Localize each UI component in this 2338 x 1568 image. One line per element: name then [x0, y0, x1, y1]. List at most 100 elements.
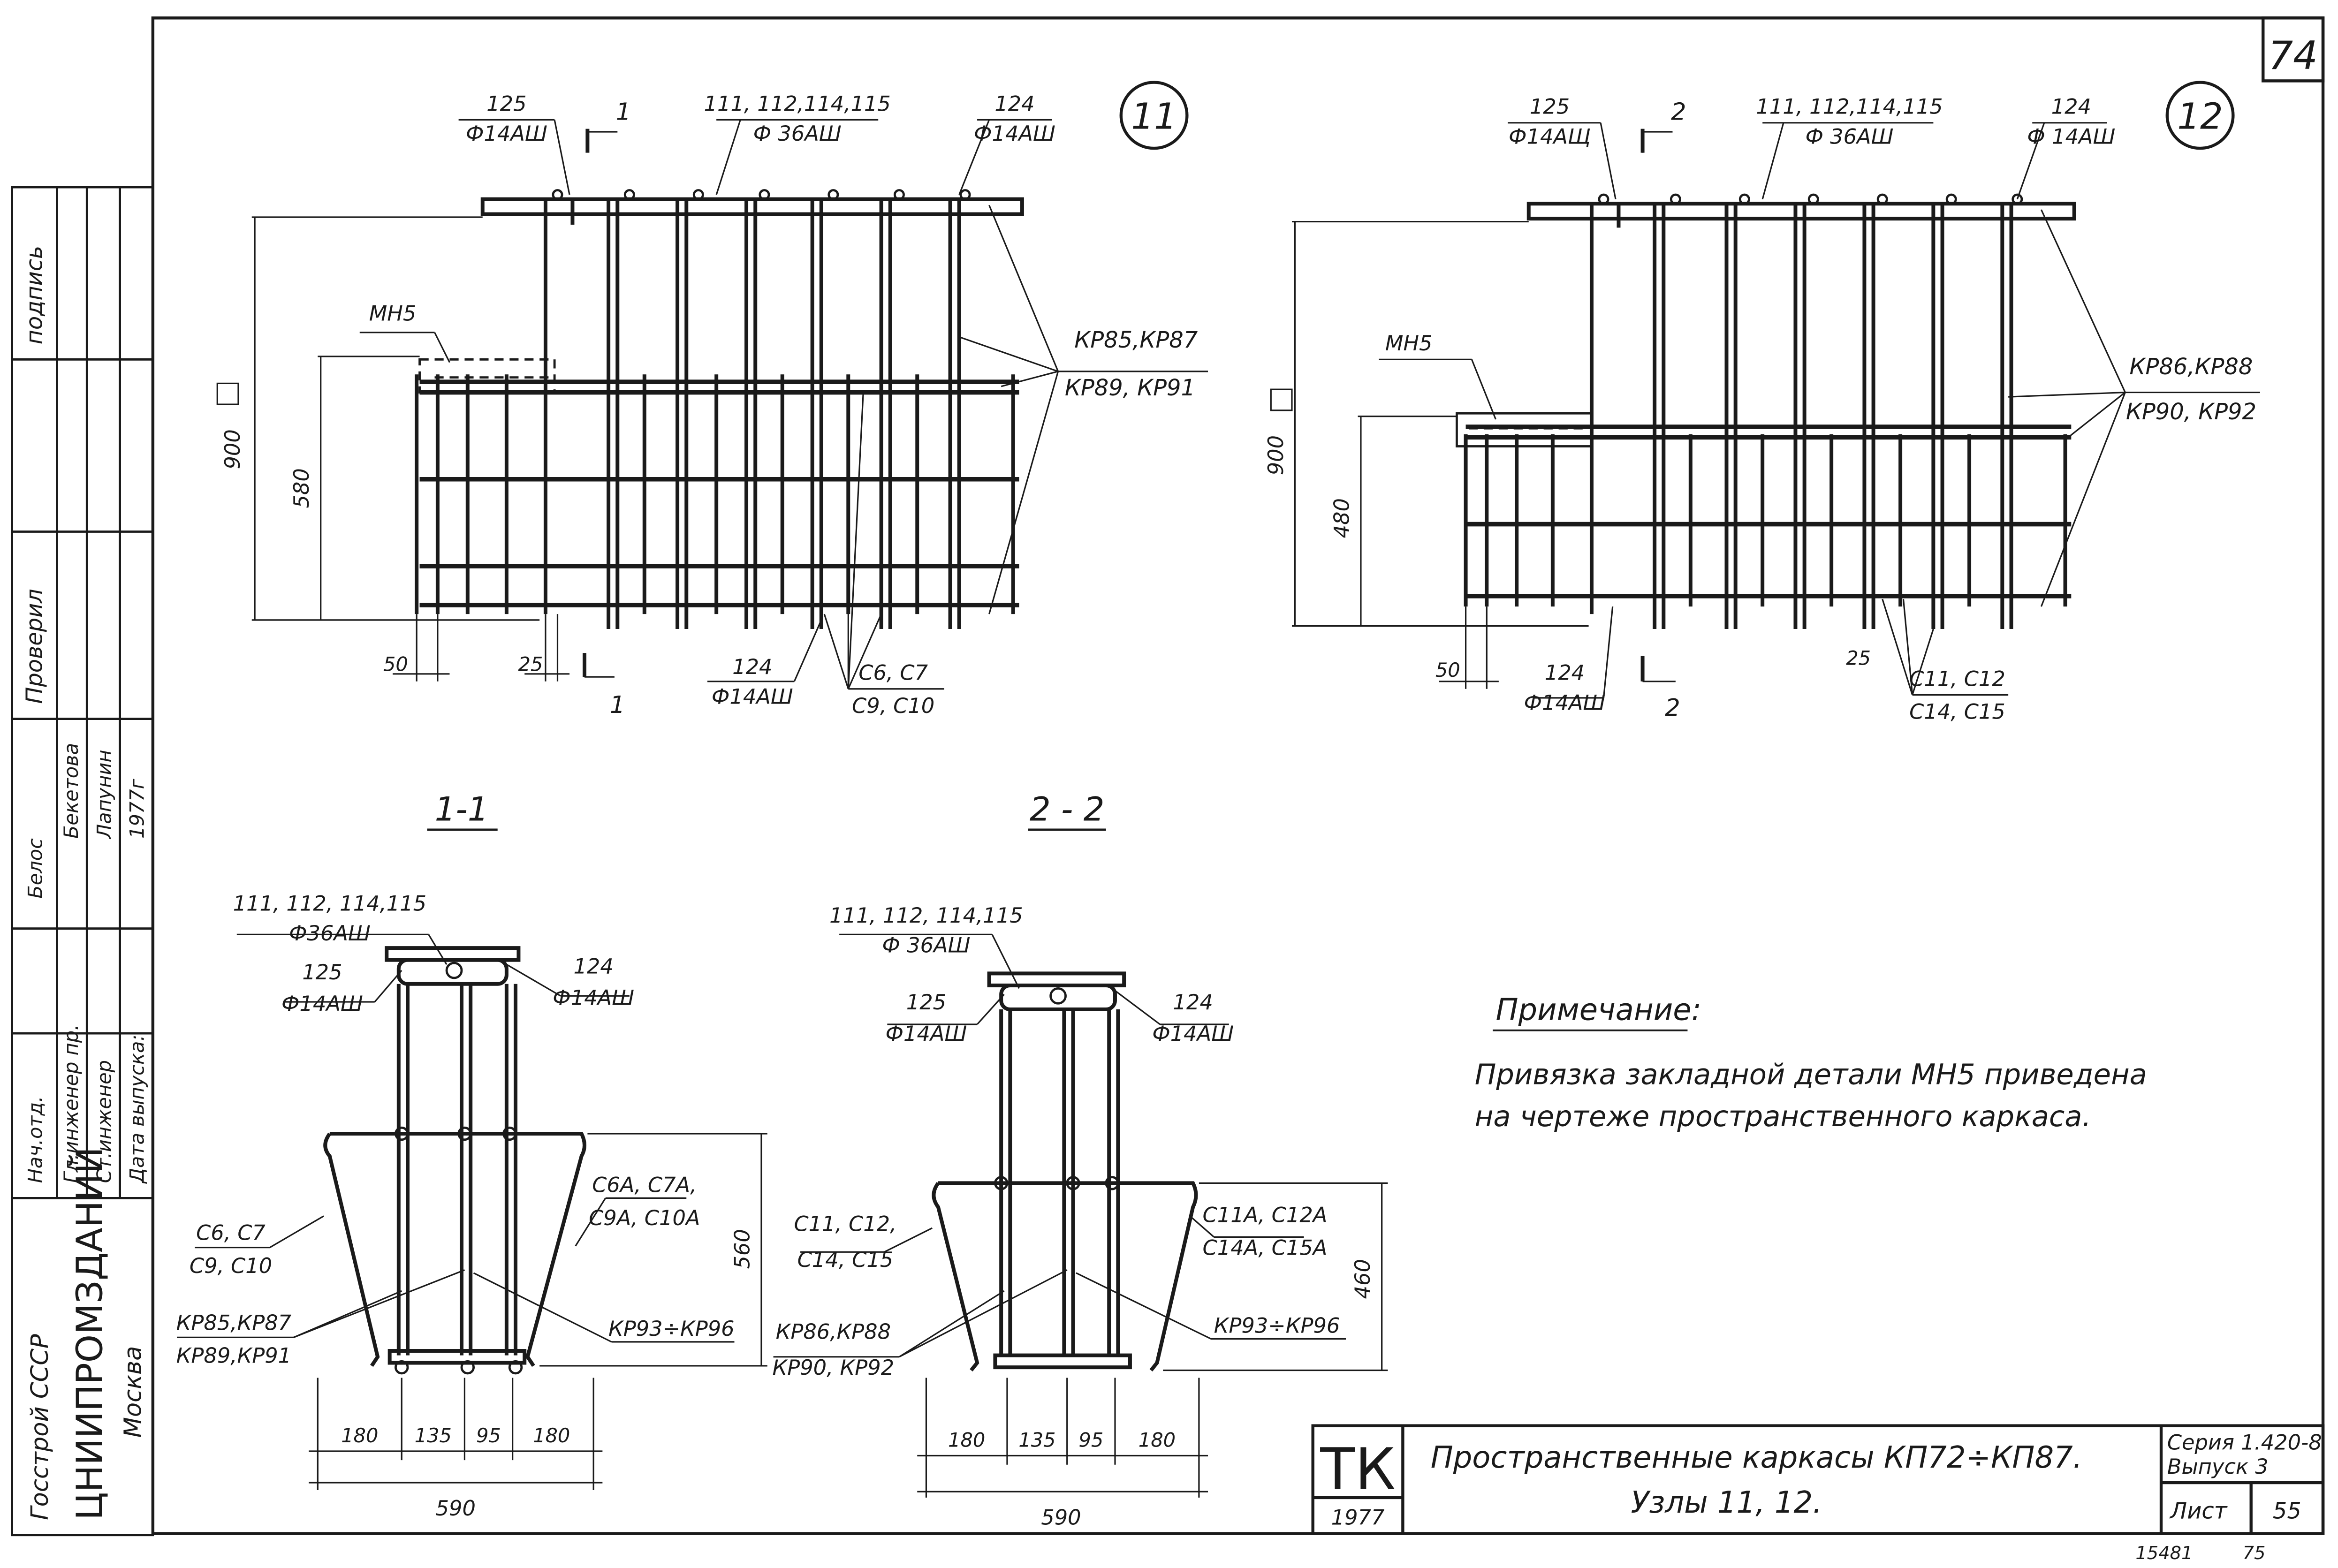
stamp-row3-name: Лапунин	[92, 750, 115, 840]
section-1-1-right-num: 124	[573, 954, 613, 978]
section-2-2-c-left-top: С11, С12,	[794, 1212, 896, 1236]
section-2-2-d1: 180	[948, 1428, 985, 1451]
node-11-top-center-bar: Ф 36АШ	[753, 121, 842, 146]
node-11-top-center-num: 111, 112,114,115	[704, 91, 891, 116]
section-1-1-dim-560: 560	[729, 1229, 754, 1269]
node-11-dim-900: 900	[220, 429, 245, 469]
stamp-row2-name: Бекетова	[60, 743, 83, 839]
side-stamp: Проверил подпись Нач.отд. Гл.инженер пр.…	[11, 186, 154, 1537]
section-2-2: 2 - 2	[773, 790, 1388, 1530]
section-1-1-c-left-top: С6, С7	[196, 1220, 266, 1245]
node-11-top-right-bar: Ф14АШ	[974, 121, 1055, 146]
section-2-2-top-bar: Ф 36АШ	[882, 933, 970, 958]
section-1-1: 1-1	[176, 790, 767, 1521]
section-1-1-c-right-top: С6А, С7А,	[592, 1173, 697, 1197]
node-12-top-right-num: 124	[2051, 94, 2091, 119]
section-2-2-right-bar: Ф14АШ	[1152, 1021, 1234, 1046]
node-11-c-top: С6, С7	[858, 660, 928, 685]
note-heading: Примечание:	[1495, 992, 1701, 1027]
node-11-kr-bottom: КР89, КР91	[1065, 375, 1195, 401]
node-12-c-top: С11, С12	[1909, 666, 2005, 691]
node-12-view: 12 125 Ф14АЩ 111, 112,114,115 Ф 36АШ 124…	[1263, 81, 2260, 724]
title-block-title-line1: Пространственные каркасы КП72÷КП87.	[1431, 1440, 2082, 1475]
note-block: Примечание: Привязка закладной детали МН…	[1475, 992, 2147, 1133]
node-11-kr-top: КР85,КР87	[1074, 327, 1198, 353]
node-11-circle-label: 11	[1131, 96, 1177, 138]
bottom-number-right: 75	[2243, 1543, 2266, 1564]
section-1-1-total: 590	[436, 1496, 476, 1521]
title-block-sheet-number: 55	[2273, 1499, 2301, 1524]
stamp-org-line3: Москва	[119, 1346, 147, 1438]
section-2-2-d3: 95	[1078, 1428, 1103, 1451]
stamp-row3-role: Ст.инженер	[92, 1060, 115, 1183]
stamp-row4-name: 1977г	[126, 779, 149, 839]
note-line1: Привязка закладной детали МН5 приведена	[1475, 1059, 2147, 1091]
stamp-top-text2: подпись	[22, 246, 47, 345]
title-block-series-line2: Выпуск 3	[2167, 1454, 2269, 1479]
sheet-frame	[151, 16, 2325, 1535]
node-12-top-center-bar: Ф 36АШ	[1805, 124, 1893, 149]
node-12-kr-bottom: КР90, КР92	[2126, 399, 2256, 425]
title-block-sheet-label: Лист	[2169, 1499, 2228, 1524]
node-12-mh-label: МН5	[1385, 331, 1433, 356]
node-12-dim-900: 900	[1263, 435, 1288, 475]
section-1-1-top-num: 111, 112, 114,115	[233, 891, 426, 916]
node-11-c-bottom: С9, С10	[852, 693, 934, 718]
title-block-year: 1977	[1331, 1505, 1385, 1530]
node-11-top-left-num: 125	[486, 91, 526, 116]
section-2-2-d2: 135	[1018, 1428, 1055, 1451]
section-1-1-left-num: 125	[302, 960, 342, 985]
stamp-row1-role: Нач.отд.	[23, 1096, 46, 1183]
section-2-2-c-right-top: С11А, С12А	[1203, 1202, 1328, 1227]
section-1-1-title: 1-1	[435, 790, 489, 829]
node-12-dim-480: 480	[1329, 498, 1354, 538]
node-11-dim-50: 50	[383, 652, 408, 675]
section-2-2-top-num: 111, 112, 114,115	[829, 903, 1023, 928]
node-11-view: 11 125 Ф14АШ 111, 112,114,115 Ф 36АШ 124…	[216, 81, 1208, 719]
section-1-1-d2: 135	[415, 1424, 452, 1447]
node-12-top-left-num: 125	[1530, 94, 1570, 119]
node-11-bot-num: 124	[732, 654, 772, 679]
section-2-2-kr-right: КР93÷КР96	[1214, 1313, 1340, 1338]
node-12-kr-top: КР86,КР88	[2129, 354, 2253, 380]
section-2-2-kr-left-bottom: КР90, КР92	[773, 1355, 895, 1380]
node-12-dim-25: 25	[1846, 647, 1871, 670]
stamp-row2-role: Гл.инженер пр.	[60, 1024, 83, 1183]
bottom-number-left: 15481	[2135, 1543, 2193, 1564]
node-11-dim-580: 580	[289, 468, 314, 508]
node-11-top-left-bar: Ф14АШ	[466, 121, 547, 146]
node-12-dim-50: 50	[1435, 659, 1460, 682]
stamp-org-line2: ЦНИИПРОМЗДАНИЙ	[68, 1147, 111, 1520]
section-1-1-right-bar: Ф14АШ	[553, 985, 634, 1010]
section-1-1-d4: 180	[533, 1424, 570, 1447]
node-12-c-bottom: С14, С15	[1909, 699, 2005, 724]
stamp-row1-name: Белос	[23, 838, 46, 899]
section-2-2-right-num: 124	[1173, 990, 1213, 1015]
node-11-mh-label: МН5	[369, 301, 417, 326]
section-1-1-d1: 180	[341, 1424, 378, 1447]
section-1-1-kr-left-bottom: КР89,КР91	[176, 1343, 291, 1368]
node-12-section-top: 2	[1671, 98, 1686, 126]
section-2-2-total: 590	[1041, 1505, 1081, 1530]
title-block-series-line1: Серия 1.420-8	[2167, 1430, 2322, 1455]
node-12-top-center-num: 111, 112,114,115	[1756, 94, 1943, 119]
section-1-1-d3: 95	[476, 1424, 501, 1447]
node-12-top-right-bar: Ф 14АШ	[2027, 124, 2115, 149]
section-2-2-left-bar: Ф14АШ	[886, 1021, 967, 1046]
node-11-section-top: 1	[616, 98, 631, 126]
node-12-circle-label: 12	[2177, 96, 2223, 138]
section-2-2-kr-left-top: КР86,КР88	[776, 1319, 891, 1344]
section-2-2-c-left-bottom: С14, С15	[797, 1247, 894, 1272]
stamp-row4-role: Дата выпуска:	[126, 1035, 149, 1184]
node-11-section-bottom: 1	[610, 691, 625, 719]
node-12-section-bottom: 2	[1665, 694, 1680, 722]
section-2-2-dim-460: 460	[1350, 1259, 1375, 1299]
node-11-bot-bar: Ф14АШ	[712, 684, 793, 709]
section-1-1-kr-right: КР93÷КР96	[608, 1316, 735, 1341]
title-block-title-line2: Узлы 11, 12.	[1631, 1485, 1822, 1520]
node-12-bot-bar: Ф14АШ	[1524, 690, 1606, 715]
node-12-bot-num: 124	[1545, 660, 1585, 685]
section-2-2-title: 2 - 2	[1030, 790, 1104, 829]
node-11-top-right-num: 124	[994, 91, 1034, 116]
